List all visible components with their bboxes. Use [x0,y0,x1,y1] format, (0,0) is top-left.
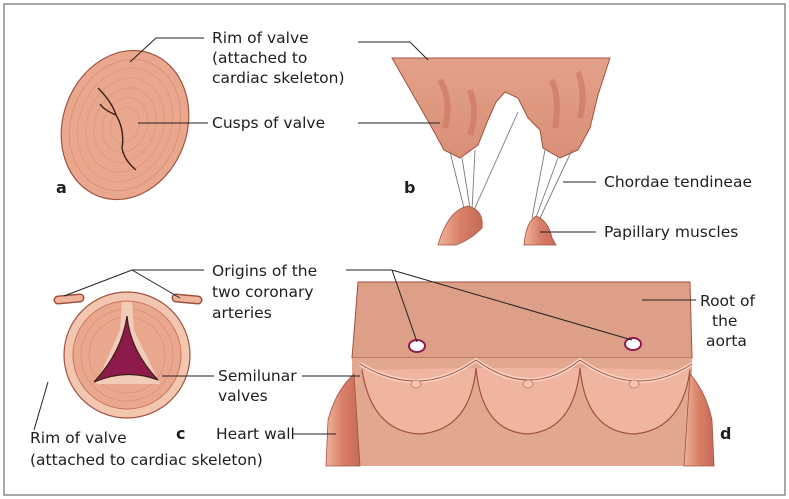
label-papillary: Papillary muscles [604,223,738,241]
label-semilunar-line2: valves [218,387,268,405]
label-heart-wall: Heart wall [216,425,295,443]
label-cusps: Cusps of valve [212,114,325,132]
label-origins-line2: two coronary [212,283,314,301]
coronary-ostium-right [625,338,641,350]
panel-label-c: c [176,424,185,443]
label-rim-line1: Rim of valve [212,29,309,47]
label-origins-line1: Origins of the [212,262,317,280]
label-root-line3: aorta [706,332,747,350]
label-rim-c-line2: (attached to cardiac skeleton) [30,451,263,469]
label-origins-line3: arteries [212,304,272,322]
label-root-line2: the [712,312,737,330]
label-semilunar-line1: Semilunar [218,367,297,385]
panel-label-a: a [56,178,67,197]
panel-d-aorta [326,282,714,466]
label-root-line1: Root of [700,292,756,310]
panel-label-d: d [720,424,731,443]
label-rim-c-line1: Rim of valve [30,429,127,447]
panel-label-b: b [404,178,415,197]
label-rim-line2: (attached to [212,49,307,67]
label-rim-line3: cardiac skeleton) [212,69,345,87]
label-chordae: Chordae tendineae [604,173,752,191]
